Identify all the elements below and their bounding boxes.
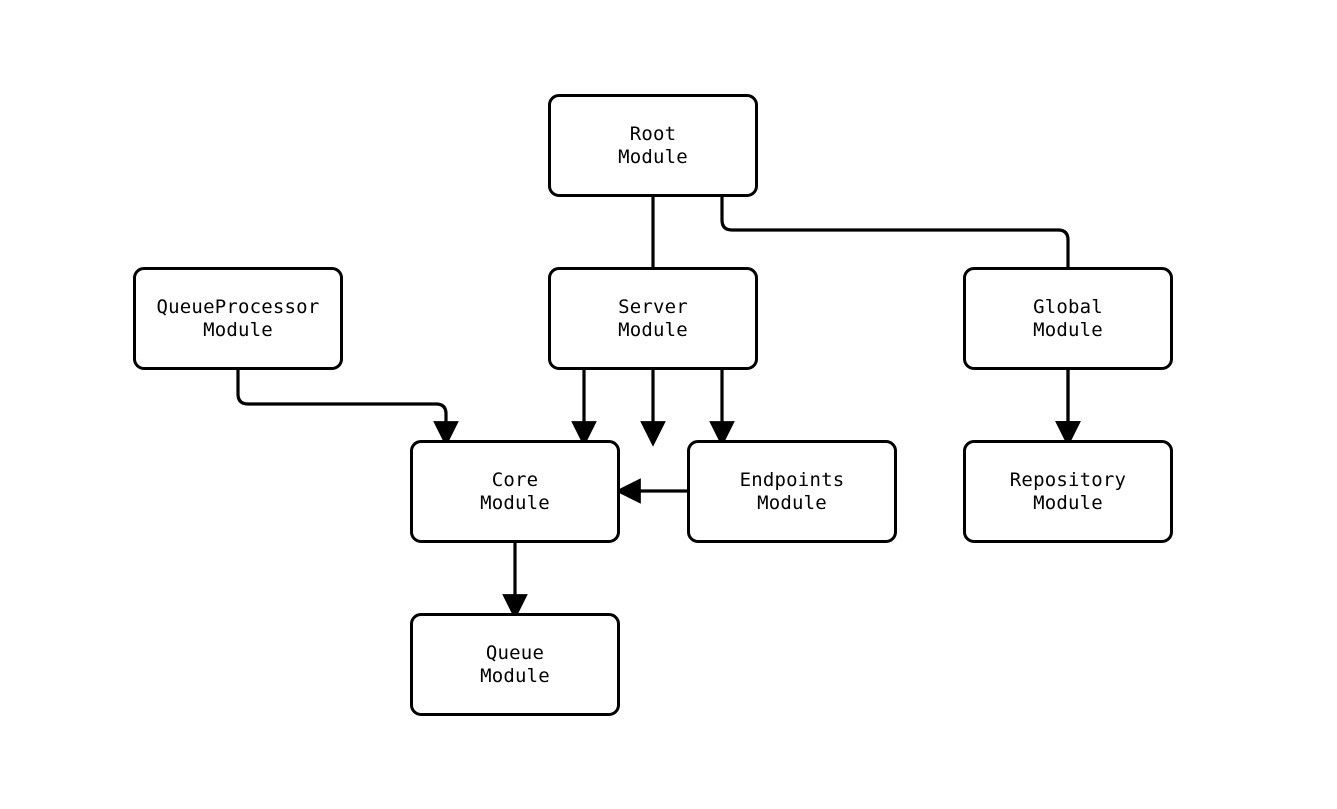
node-queue-module-suffix: Module: [480, 664, 550, 687]
node-global-module-suffix: Module: [1033, 318, 1103, 341]
node-queueprocessor-module-name: QueueProcessor: [156, 295, 320, 318]
node-queueprocessor-module[interactable]: QueueProcessor Module: [133, 267, 343, 370]
node-server-module-name: Server: [618, 295, 688, 318]
node-server-module[interactable]: Server Module: [548, 267, 758, 370]
edge-queueprocessor-to-core: [236, 370, 459, 447]
node-queue-module[interactable]: Queue Module: [410, 613, 620, 716]
node-root-module-name: Root: [629, 122, 677, 145]
node-repository-module-name: Repository: [1009, 468, 1127, 491]
node-core-module-name: Core: [491, 468, 539, 491]
edge-root-to-global: [720, 197, 1081, 447]
node-server-module-suffix: Module: [618, 318, 688, 341]
node-endpoints-module[interactable]: Endpoints Module: [687, 440, 897, 543]
node-global-module[interactable]: Global Module: [963, 267, 1173, 370]
node-core-module-suffix: Module: [480, 491, 550, 514]
node-global-module-name: Global: [1033, 295, 1103, 318]
node-root-module-suffix: Module: [618, 145, 688, 168]
node-root-module[interactable]: Root Module: [548, 94, 758, 197]
node-endpoints-module-suffix: Module: [757, 491, 827, 514]
node-repository-module-suffix: Module: [1033, 491, 1103, 514]
node-queue-module-name: Queue: [485, 641, 545, 664]
node-repository-module[interactable]: Repository Module: [963, 440, 1173, 543]
node-queueprocessor-module-suffix: Module: [203, 318, 273, 341]
node-core-module[interactable]: Core Module: [410, 440, 620, 543]
node-endpoints-module-name: Endpoints: [739, 468, 845, 491]
